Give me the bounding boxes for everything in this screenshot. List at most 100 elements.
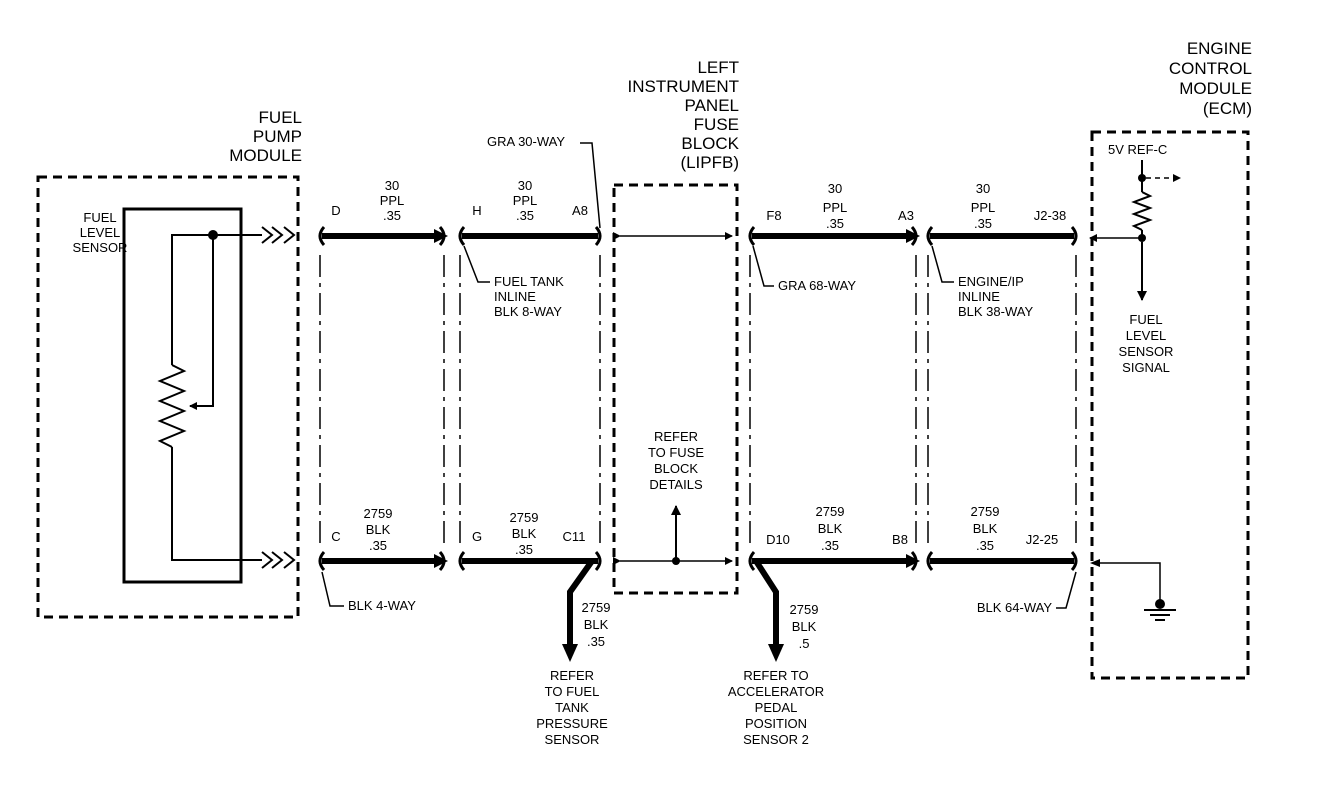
fuel-pump-module-label-2: PUMP xyxy=(253,127,302,146)
ref-app-2: ACCELERATOR xyxy=(728,684,824,699)
svg-text:2759: 2759 xyxy=(510,510,539,525)
callout-fuel-tank-3: BLK 8-WAY xyxy=(494,304,562,319)
fuse-refer-4: DETAILS xyxy=(649,477,703,492)
pin-c: C xyxy=(331,529,340,544)
callout-fuel-tank-leader xyxy=(463,245,490,283)
ecm-label-4: (ECM) xyxy=(1203,99,1252,118)
harness xyxy=(318,226,1078,662)
callout-blk4: BLK 4-WAY xyxy=(348,598,416,613)
svg-text:BLK: BLK xyxy=(973,521,998,536)
ref-ftp-4: PRESSURE xyxy=(536,716,608,731)
wire-spec-blk: 2759 BLK .35 xyxy=(510,510,539,557)
pin-g: G xyxy=(472,529,482,544)
svg-text:.35: .35 xyxy=(976,538,994,553)
fuel-pump-module-label-3: MODULE xyxy=(229,146,302,165)
fuel-level-sensor-label-3: SENSOR xyxy=(73,240,128,255)
ref-ftp-1: REFER xyxy=(550,668,594,683)
fuel-level-sensor-label-2: LEVEL xyxy=(80,225,120,240)
lipfb-label-5: BLOCK xyxy=(681,134,739,153)
connector-cap xyxy=(1070,551,1078,571)
fuel-pump-module: FUEL PUMP MODULE FUEL LEVEL SENSOR xyxy=(36,108,302,619)
svg-text:2759: 2759 xyxy=(971,504,1000,519)
connector-cap xyxy=(926,226,934,246)
lipfb-label-6: (LIPFB) xyxy=(680,153,739,172)
pin-f8: F8 xyxy=(766,208,781,223)
ecm-signal-2: LEVEL xyxy=(1126,328,1166,343)
connector-cap xyxy=(748,551,756,571)
ref-ftp-2: TO FUEL xyxy=(545,684,600,699)
connector-cap xyxy=(594,551,602,571)
callout-engine-ip-2: INLINE xyxy=(958,289,1000,304)
ecm-label-1: ENGINE xyxy=(1187,39,1252,58)
svg-text:PPL: PPL xyxy=(971,200,996,215)
branch-wire-left xyxy=(567,559,595,646)
ecm-signal-1: FUEL xyxy=(1129,312,1162,327)
svg-text:PPL: PPL xyxy=(380,193,405,208)
lipfb-label-1: LEFT xyxy=(697,58,739,77)
svg-text:2759: 2759 xyxy=(790,602,819,617)
connector-cap xyxy=(318,551,326,571)
branch-arrow-left xyxy=(562,644,578,662)
pin-b8: B8 xyxy=(892,532,908,547)
pin-c11: C11 xyxy=(563,529,586,544)
wire-spec-ppl: 30 PPL .35 xyxy=(823,181,848,231)
svg-text:.5: .5 xyxy=(799,636,810,651)
callout-fuel-tank-1: FUEL TANK xyxy=(494,274,564,289)
lipfb-label-4: FUSE xyxy=(694,115,739,134)
wire-spec-ppl: 30 PPL .35 xyxy=(380,178,405,223)
svg-text:BLK: BLK xyxy=(366,522,391,537)
svg-text:.35: .35 xyxy=(974,216,992,231)
svg-text:2759: 2759 xyxy=(582,600,611,615)
ref-app-3: PEDAL xyxy=(755,700,798,715)
pullup-resistor-icon xyxy=(1131,191,1153,231)
ref-app-4: POSITION xyxy=(745,716,807,731)
pin-labels: D H A8 F8 A3 J2-38 C G C11 D10 B8 J2-25 … xyxy=(331,178,1066,651)
lipfb-label-3: PANEL xyxy=(685,96,740,115)
sensor-junction-dot xyxy=(208,230,218,240)
ground-dot xyxy=(1155,599,1165,609)
callout-engine-ip-1: ENGINE/IP xyxy=(958,274,1024,289)
ecm-label-2: CONTROL xyxy=(1169,59,1252,78)
svg-text:2759: 2759 xyxy=(816,504,845,519)
sensor-wiper-wire xyxy=(189,235,214,410)
svg-text:30: 30 xyxy=(385,178,399,193)
ref-ftp-5: SENSOR xyxy=(545,732,600,747)
ecm-signal-3: SENSOR xyxy=(1119,344,1174,359)
connector-cap xyxy=(594,226,602,246)
lipfb: LEFT INSTRUMENT PANEL FUSE BLOCK (LIPFB)… xyxy=(612,58,740,595)
branch-arrow-right xyxy=(768,644,784,662)
wire-arrow xyxy=(434,554,448,568)
ecm-label-3: MODULE xyxy=(1179,79,1252,98)
connector-cap xyxy=(748,226,756,246)
ecm-ref-label: 5V REF-C xyxy=(1108,142,1167,157)
wire-spec-branch-left: 2759 BLK .35 xyxy=(582,600,611,649)
wire-arrow xyxy=(906,554,920,568)
svg-text:.35: .35 xyxy=(516,208,534,223)
terminal-icon-bottom xyxy=(261,551,296,569)
svg-text:.35: .35 xyxy=(826,216,844,231)
fuel-pump-module-label-1: FUEL xyxy=(259,108,302,127)
pin-d10: D10 xyxy=(766,532,790,547)
wire-spec-blk: 2759 BLK .35 xyxy=(364,506,393,553)
fuse-refer-1: REFER xyxy=(654,429,698,444)
sensor-top-wire xyxy=(171,234,262,365)
callout-gra68-leader xyxy=(752,245,774,287)
fuel-pump-module-box xyxy=(36,175,300,619)
callout-fuel-tank-2: INLINE xyxy=(494,289,536,304)
svg-text:.35: .35 xyxy=(821,538,839,553)
svg-text:PPL: PPL xyxy=(823,200,848,215)
svg-text:.35: .35 xyxy=(515,542,533,557)
svg-text:.35: .35 xyxy=(587,634,605,649)
connector-callouts: GRA 30-WAY FUEL TANK INLINE BLK 8-WAY GR… xyxy=(321,134,1077,615)
svg-text:30: 30 xyxy=(828,181,842,196)
svg-text:30: 30 xyxy=(976,181,990,196)
callout-blk4-leader xyxy=(321,571,344,607)
sensor-bottom-wire xyxy=(171,447,262,561)
wire-arrow xyxy=(906,229,920,243)
callout-engine-ip-3: BLK 38-WAY xyxy=(958,304,1033,319)
connector-cap xyxy=(458,226,466,246)
callout-blk64: BLK 64-WAY xyxy=(977,600,1052,615)
wire-spec-branch-right: 2759 BLK .5 xyxy=(790,602,819,651)
pin-j2-38: J2-38 xyxy=(1034,208,1067,223)
